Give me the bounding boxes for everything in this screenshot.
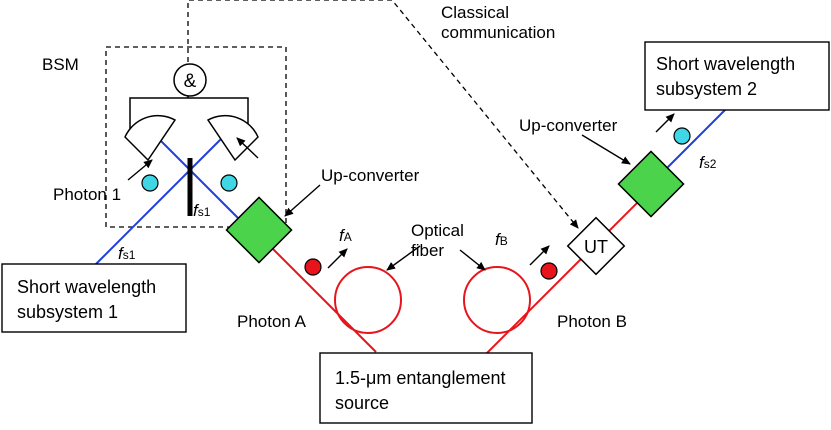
detector-left <box>124 114 177 162</box>
classical-communication-line <box>187 0 579 229</box>
upconverter-right-label: Up-converter <box>519 116 618 135</box>
entanglement-source-box <box>319 352 533 424</box>
upconverter-left-label: Up-converter <box>321 166 420 185</box>
fiber-b-line <box>479 199 641 361</box>
beam-s1-in <box>94 127 233 266</box>
and-gate <box>173 63 207 97</box>
short-2-line-2: subsystem 2 <box>656 79 757 99</box>
freq-b-label: fB <box>495 230 508 249</box>
freq-a-label: fA <box>339 226 352 245</box>
photon-1-label: Photon 1 <box>53 185 121 204</box>
and-gate-label: & <box>184 71 197 92</box>
freq-s1-bs-label: fs1 <box>193 201 211 220</box>
pointer-upconverter-right <box>581 134 631 165</box>
fiber-a-line <box>255 231 377 353</box>
photon-b-dot <box>540 262 558 280</box>
ut-block <box>566 216 626 276</box>
fiber-loop-b <box>463 266 531 334</box>
classical-label-2: communication <box>441 23 555 42</box>
source-line-2: source <box>335 393 389 413</box>
short-1-line-1: Short wavelength <box>17 277 156 297</box>
source-line-1: 1.5-μm entanglement <box>335 368 505 388</box>
fiber-loop-a <box>334 266 402 334</box>
pointer-fiber-a <box>386 245 421 271</box>
classical-label-1: Classical <box>441 3 509 22</box>
photon-s1-dot <box>220 174 238 192</box>
short-2-line-1: Short wavelength <box>656 54 795 74</box>
photon-s2-dot <box>673 127 691 145</box>
bsm-label: BSM <box>42 55 79 74</box>
upconverter-left-block <box>225 196 293 264</box>
photon-a-label: Photon A <box>237 312 307 331</box>
detector-right <box>206 114 259 162</box>
optical-label-2: fiber <box>411 241 444 260</box>
photon-b-label: Photon B <box>557 312 627 331</box>
upconverter-right-block <box>617 150 685 218</box>
pointer-upconverter-left <box>284 184 321 217</box>
freq-s1-label: fs1 <box>118 244 136 263</box>
pointer-fiber-b <box>459 249 486 271</box>
ut-label: UT <box>584 237 608 257</box>
pointer-arrows <box>284 134 631 271</box>
bsm-box <box>105 46 287 228</box>
photon-a-dot <box>304 258 322 276</box>
optical-label-1: Optical <box>411 221 464 240</box>
direction-arrows <box>127 113 675 269</box>
red-fiber-paths <box>255 199 641 361</box>
short-1-line-2: subsystem 1 <box>17 302 118 322</box>
photon-1-dot <box>141 174 159 192</box>
freq-s2-label: fs2 <box>699 153 717 172</box>
short-wavelength-subsystem-1-box <box>1 263 187 333</box>
short-wavelength-subsystem-2-box <box>644 41 830 111</box>
